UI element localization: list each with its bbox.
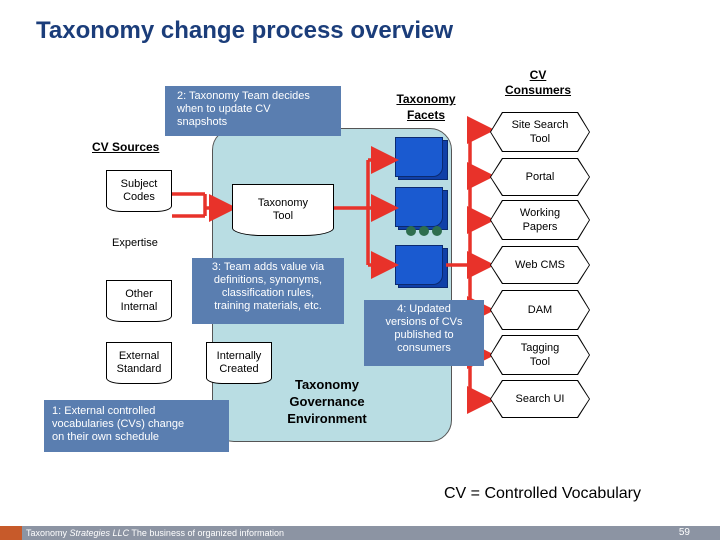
consumer-tagging-tool: Tagging Tool — [490, 335, 590, 375]
cv-sources-heading: CV Sources — [92, 140, 160, 154]
source-other-internal: Other Internal — [106, 280, 172, 322]
step-2-note: 2: Taxonomy Team decides when to update … — [165, 86, 341, 136]
ellipsis-dots — [406, 226, 446, 238]
page-title: Taxonomy change process overview — [36, 17, 454, 44]
consumer-portal: Portal — [490, 158, 590, 196]
footer-company: Taxonomy Strategies LLC The business of … — [26, 528, 285, 538]
page-number: 59 — [678, 527, 690, 538]
source-subject-codes: Subject Codes — [106, 170, 172, 212]
consumer-dam: DAM — [490, 290, 590, 330]
footer-bar: Taxonomy Strategies LLC The business of … — [0, 526, 720, 540]
footer-logo — [0, 526, 22, 540]
cv-legend: CV = Controlled Vocabulary — [444, 485, 641, 502]
internally-created: Internally Created — [206, 342, 272, 384]
step-3-note: 3: Team adds value via definitions, syno… — [192, 258, 344, 324]
taxonomy-facets-label: Taxonomy Facets — [396, 92, 456, 122]
source-expertise: Expertise — [112, 237, 158, 249]
taxonomy-tool: Taxonomy Tool — [232, 184, 334, 236]
consumer-site-search-tool: Site Search Tool — [490, 112, 590, 152]
step-1-note: 1: External controlled vocabularies (CVs… — [44, 400, 229, 452]
source-external-standard: External Standard — [106, 342, 172, 384]
consumer-web-cms: Web CMS — [490, 246, 590, 284]
governance-label: Taxonomy Governance Environment — [287, 377, 367, 426]
step-4-note: 4: Updated versions of CVs published to … — [364, 300, 484, 366]
consumer-working-papers: Working Papers — [490, 200, 590, 240]
consumer-search-ui: Search UI — [490, 380, 590, 418]
cv-consumers-heading: CV Consumers — [504, 68, 572, 97]
facet-document — [395, 245, 443, 285]
